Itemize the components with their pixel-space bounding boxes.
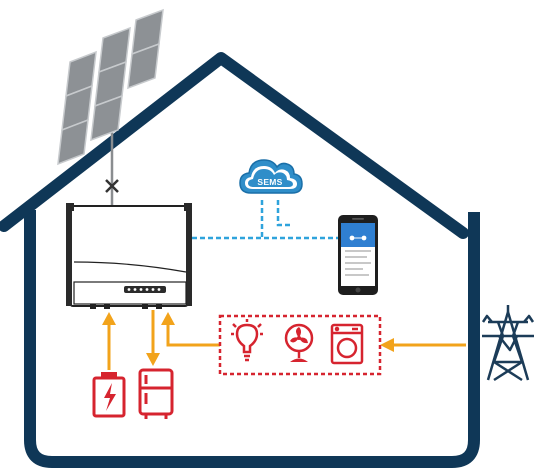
disconnect-x-icon	[105, 179, 119, 193]
moon-icon	[12, 8, 46, 53]
appliance-group-box	[218, 314, 382, 376]
solar-panel-icon	[57, 8, 164, 166]
fan-icon	[284, 323, 314, 362]
communication-line	[192, 200, 340, 240]
cloud-label: SEMS	[257, 177, 282, 187]
flow-arrow	[102, 310, 466, 370]
battery-icon	[92, 372, 126, 418]
washing-machine-icon	[330, 323, 364, 365]
house-outline	[0, 52, 480, 468]
smartphone-icon	[338, 215, 378, 295]
power-tower-icon	[481, 305, 535, 382]
inverter-icon	[66, 203, 192, 309]
cloud-icon: SEMS	[239, 159, 303, 194]
refrigerator-icon	[138, 368, 174, 419]
light-bulb-icon	[231, 319, 263, 362]
